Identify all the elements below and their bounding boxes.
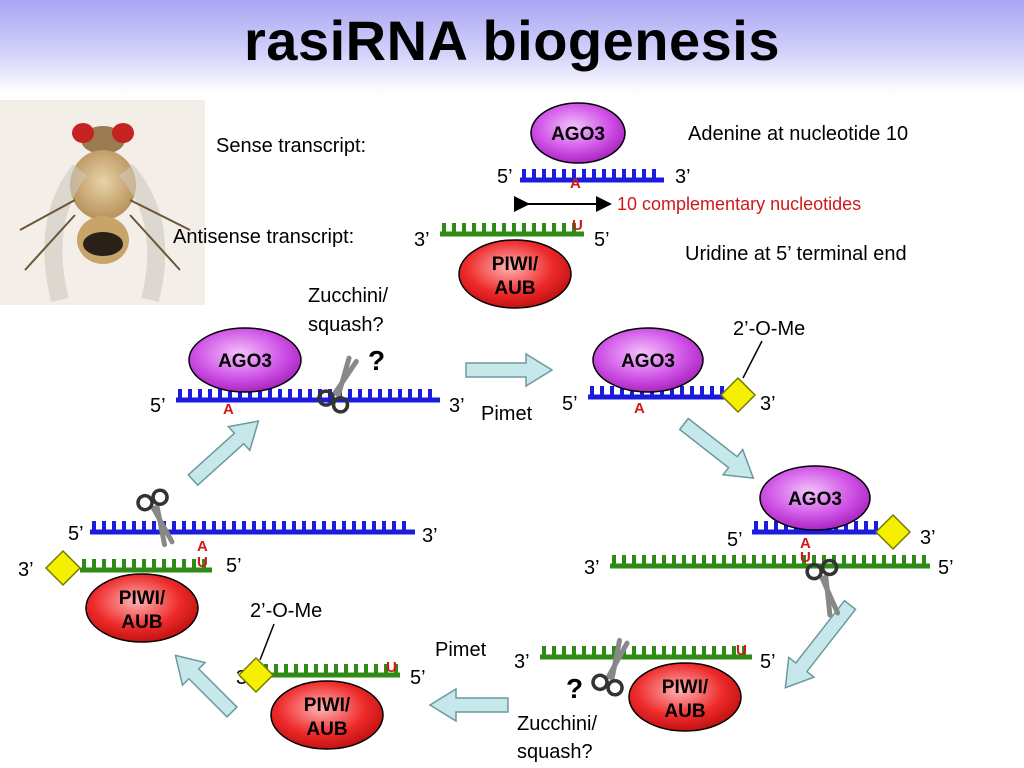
cycle4-question: ?: [566, 673, 583, 704]
header-piwi-aub: PIWI/AUB: [458, 239, 572, 309]
uridine-note: Uridine at 5’ terminal end: [685, 243, 907, 265]
cycle4-antisense-strand: [540, 646, 752, 660]
cycle4-scissors-icon: [591, 637, 630, 697]
ago3-label: AGO3: [218, 351, 272, 372]
cycle2-methyl-label: 2’-O-Me: [733, 318, 805, 340]
cycle3-antisense-strand: [610, 555, 930, 569]
antisense-transcript-label: Antisense transcript:: [173, 226, 354, 248]
header-sense-5prime: 5’: [497, 166, 513, 188]
piwi-label: PIWI/: [662, 677, 709, 698]
ago3-label: AGO3: [788, 489, 842, 510]
header-antisense-strand: [440, 223, 584, 237]
cycle5-antisense-strand: [262, 664, 400, 678]
cycle3-ago3: AGO3: [759, 465, 871, 531]
cycle6-3prime: 3’: [422, 525, 438, 547]
cycle5-5prime: 5’: [410, 667, 426, 689]
arrow-bottom-left-icon: [428, 687, 509, 723]
cycle6-uridine: U: [197, 554, 208, 571]
cycle4-5prime: 5’: [760, 651, 776, 673]
piwi-label: PIWI/: [119, 588, 166, 609]
cycle4-zucchini: Zucchini/: [517, 713, 597, 735]
arrow-top-right-icon: [465, 352, 554, 388]
adenine-note: Adenine at nucleotide 10: [688, 123, 908, 145]
arrow-right-down-icon: [678, 417, 755, 480]
cycle1-zucchini: Zucchini/: [308, 285, 388, 307]
piwi-label: PIWI/: [492, 254, 539, 275]
page-title: rasiRNA biogenesis: [244, 9, 780, 72]
aub-label: AUB: [121, 612, 162, 633]
cycle2-adenine: A: [634, 400, 645, 417]
cycle1-adenine: A: [223, 401, 234, 418]
header-uridine: U: [572, 217, 583, 234]
header-ago3: AGO3: [530, 102, 626, 164]
arrow-left-top-icon: [187, 420, 260, 487]
header-sense-strand: [520, 169, 664, 183]
cycle6-adenine: A: [197, 538, 208, 555]
cycle6-methyl-marker: [44, 549, 82, 587]
cycle3-antisense-5prime: 5’: [938, 557, 954, 579]
aub-label: AUB: [306, 719, 347, 740]
title-bar: [0, 0, 1024, 94]
cycle6-sense-strand: [90, 521, 415, 535]
header-antisense-3prime: 3’: [414, 229, 430, 251]
cycle5-methyl-label: 2’-O-Me: [250, 600, 322, 622]
cycle-arrows: [174, 352, 857, 723]
cycle3-antisense-3prime: 3’: [584, 557, 600, 579]
cycle5-piwi-aub: PIWI/AUB: [270, 680, 384, 750]
header-adenine: A: [570, 175, 581, 192]
cycle2-ago3: AGO3: [592, 327, 704, 393]
aub-label: AUB: [494, 278, 535, 299]
cycle6-antisense-strand: [80, 559, 212, 573]
cycle3-scissors-icon: [805, 558, 841, 618]
cycle3-uridine: U: [800, 549, 811, 566]
cycle4-piwi-aub: PIWI/AUB: [628, 662, 742, 732]
cycle1-question: ?: [368, 345, 385, 376]
cycle1-5prime: 5’: [150, 395, 166, 417]
header-sense-3prime: 3’: [675, 166, 691, 188]
cycle1-squash: squash?: [308, 314, 384, 336]
cycle2-methyl-marker: [719, 376, 757, 414]
ago3-label: AGO3: [621, 351, 675, 372]
cycle4-pimet: Pimet: [435, 639, 487, 661]
aub-label: AUB: [664, 701, 705, 722]
cycle5-methyl-marker: [237, 656, 275, 694]
header-antisense-5prime: 5’: [594, 229, 610, 251]
complementary-note: 10 complementary nucleotides: [617, 194, 861, 214]
cycle1-ago3: AGO3: [188, 327, 302, 393]
arrow-left-up-icon: [174, 654, 239, 719]
cycle1-sense-strand: [176, 389, 440, 403]
cycle5-uridine: U: [386, 659, 397, 676]
cycle4-squash: squash?: [517, 741, 593, 763]
cycle6-antisense-3prime: 3’: [18, 559, 34, 581]
cycle1-scissors-icon: [317, 355, 359, 414]
cycle6-5prime: 5’: [68, 523, 84, 545]
cycle1-3prime: 3’: [449, 395, 465, 417]
piwi-label: PIWI/: [304, 695, 351, 716]
arrow-right-bottom-icon: [784, 599, 857, 689]
cycle6-antisense-5prime: 5’: [226, 555, 242, 577]
cycle3-3prime: 3’: [920, 527, 936, 549]
cycle3-methyl-marker: [874, 513, 912, 551]
cycle2-3prime: 3’: [760, 393, 776, 415]
cycle1-pimet: Pimet: [481, 403, 533, 425]
cycle4-uridine: U: [736, 642, 747, 659]
cycle6-scissors-icon: [136, 488, 175, 548]
sense-transcript-label: Sense transcript:: [216, 135, 366, 157]
cycle4-3prime: 3’: [514, 651, 530, 673]
cycle3-5prime: 5’: [727, 529, 743, 551]
fruit-fly-photo: [0, 100, 205, 305]
cycle6-piwi-aub: PIWI/AUB: [85, 573, 199, 643]
cycle3-adenine: A: [800, 535, 811, 552]
ago3-label: AGO3: [551, 124, 605, 145]
cycle2-5prime: 5’: [562, 393, 578, 415]
